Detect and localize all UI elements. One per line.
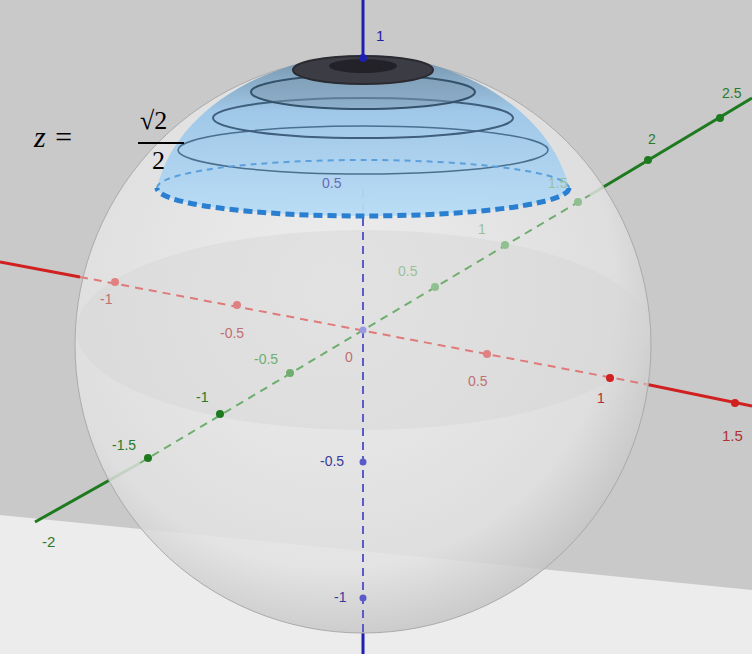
axis-tick-label: -0.5 xyxy=(220,326,244,340)
axis-tick-label: -2 xyxy=(42,534,55,549)
axis-tick-label: 0 xyxy=(345,350,353,364)
axis-tick-label: 1 xyxy=(478,222,486,236)
tick xyxy=(716,114,724,122)
axis-tick-label: 1 xyxy=(376,28,384,43)
axis-tick-label: 1.5 xyxy=(548,176,567,190)
equation-numerator: √2 xyxy=(140,108,167,134)
fraction-bar xyxy=(138,142,184,144)
tick xyxy=(360,595,367,602)
axis-tick-label: -1 xyxy=(100,292,112,306)
spherical-cap xyxy=(157,55,569,216)
axis-tick-label: 2.5 xyxy=(722,86,741,100)
x-ticks xyxy=(111,278,739,407)
axis-tick-label: -1.5 xyxy=(112,438,136,452)
axis-tick-label: 2 xyxy=(648,132,656,146)
axis-tick-label: -0.5 xyxy=(320,454,344,468)
tick xyxy=(574,198,582,206)
z-axis xyxy=(362,632,365,654)
x-axis xyxy=(0,262,80,277)
origin xyxy=(360,327,367,334)
tick xyxy=(216,410,224,418)
equation-denominator: 2 xyxy=(152,148,165,174)
tick xyxy=(501,241,509,249)
axis-tick-label: 0.5 xyxy=(468,374,487,388)
axis-tick-label: -1 xyxy=(334,590,346,604)
axis-tick-label: 1.5 xyxy=(722,428,743,443)
tick xyxy=(431,283,439,291)
tick xyxy=(233,301,241,309)
tick xyxy=(644,156,652,164)
y-axis-hidden xyxy=(140,195,590,463)
axis-tick-label: 0.5 xyxy=(322,176,341,190)
axis-tick-label: 0.5 xyxy=(398,264,417,278)
tick xyxy=(483,350,491,358)
cap-boundary xyxy=(157,188,569,216)
axis-tick-label: -1 xyxy=(196,390,208,404)
tick xyxy=(286,369,294,377)
x-axis xyxy=(645,384,752,406)
tick xyxy=(144,454,152,462)
equation-text: z = xyxy=(34,122,73,152)
tick xyxy=(360,459,367,466)
axis-tick-label: -0.5 xyxy=(254,352,278,366)
tick xyxy=(359,54,367,62)
tick xyxy=(111,278,119,286)
z-axis xyxy=(362,0,365,58)
y-axis xyxy=(590,98,752,195)
z-ticks xyxy=(360,327,367,602)
tick xyxy=(606,374,614,382)
cap-boundary xyxy=(157,160,569,188)
axis-tick-label: 1 xyxy=(597,391,605,405)
tick xyxy=(731,399,739,407)
z-axis-hidden xyxy=(362,190,364,632)
